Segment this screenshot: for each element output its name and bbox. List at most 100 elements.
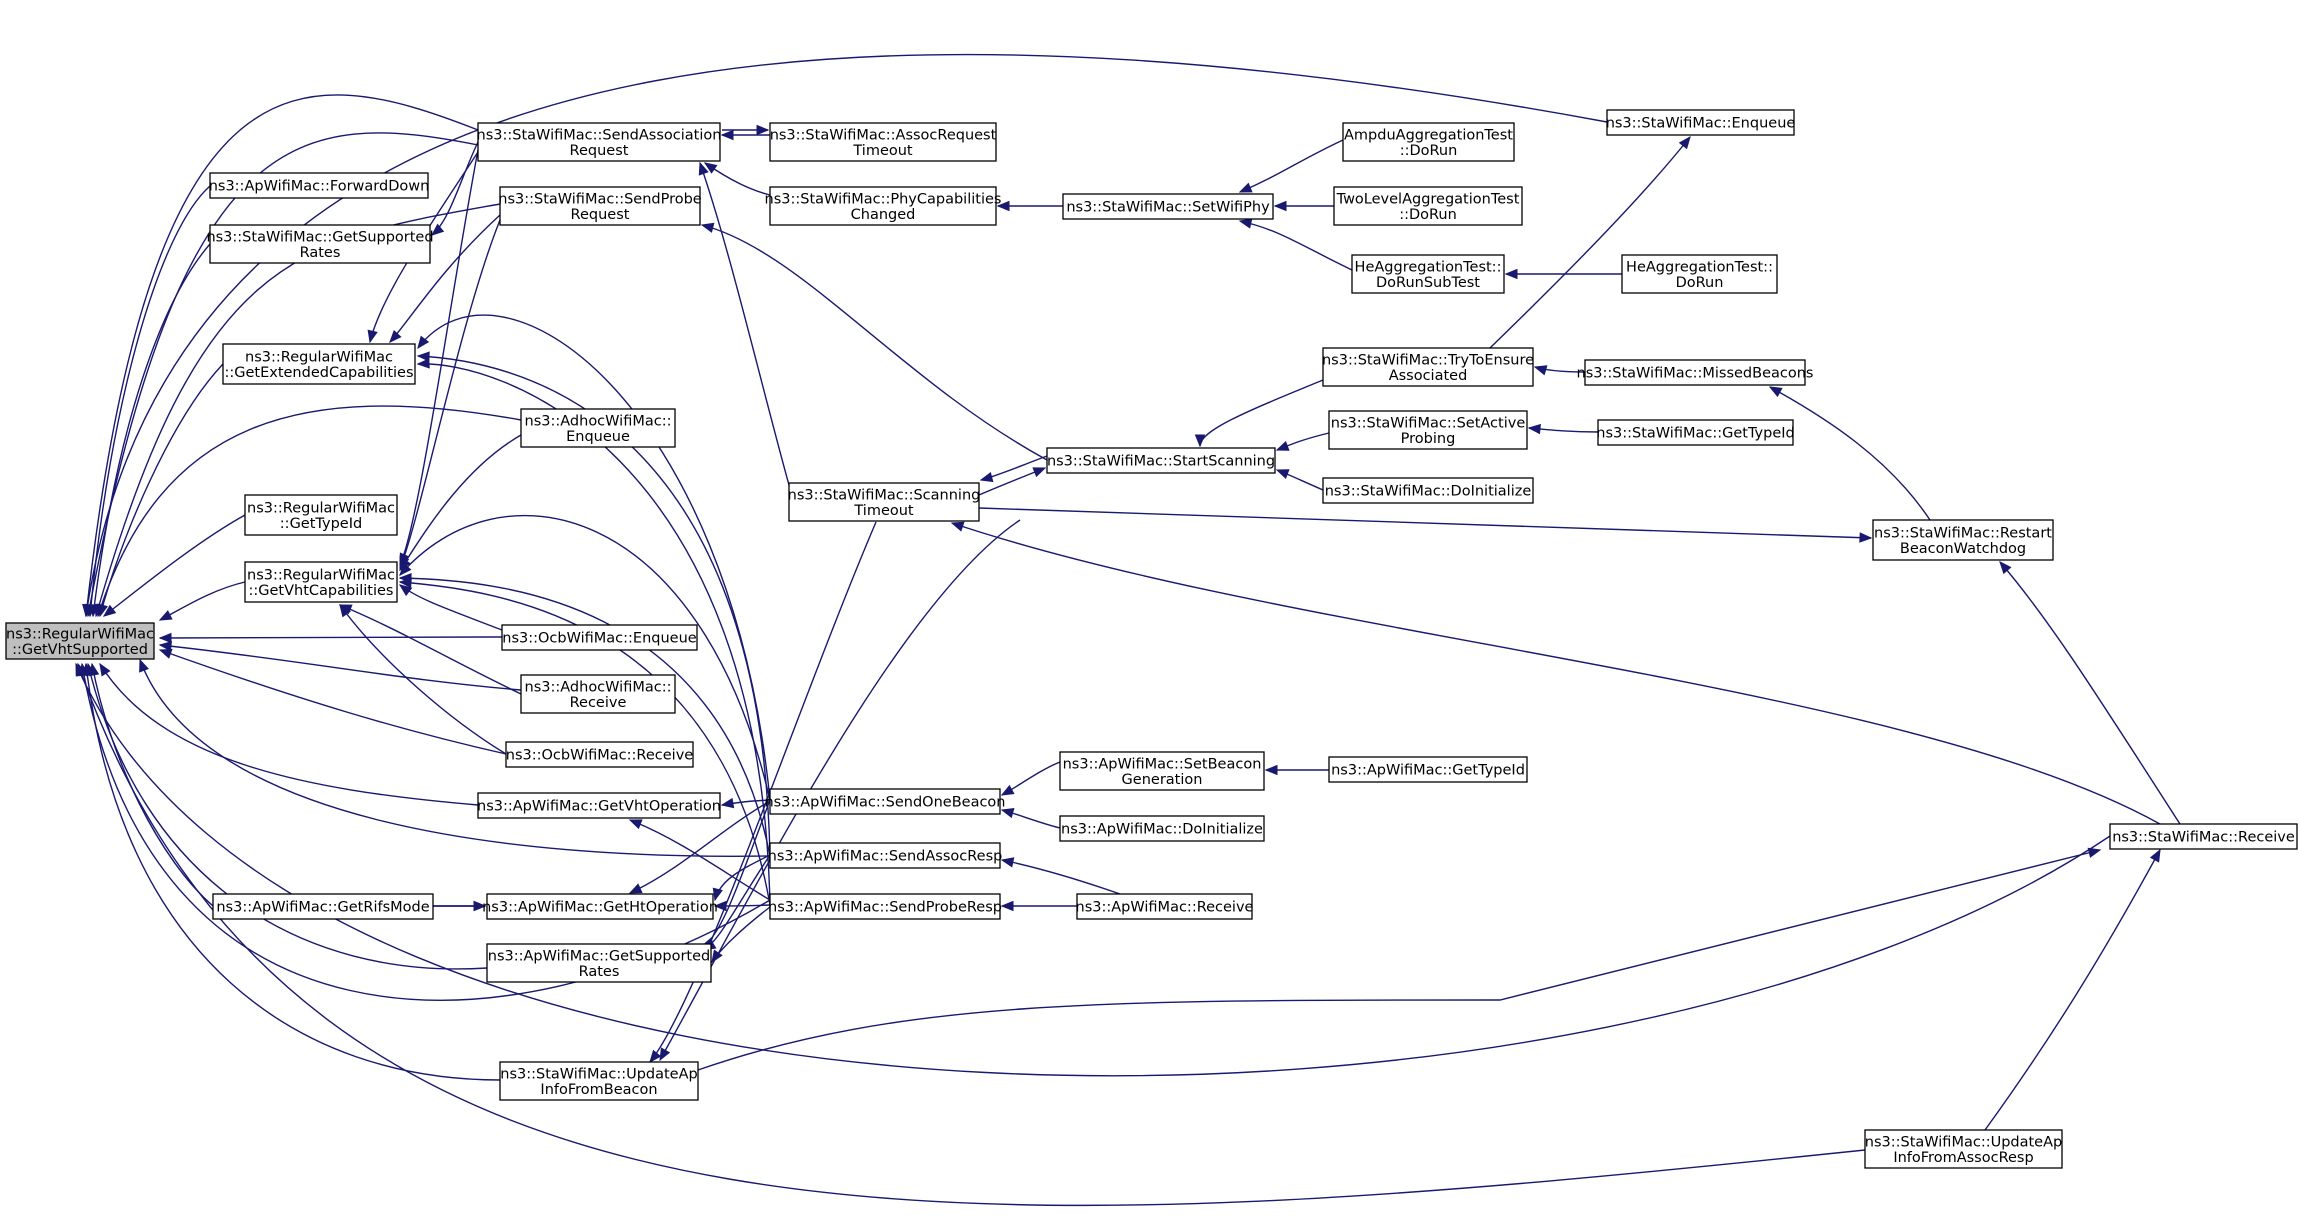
node-box bbox=[769, 893, 1001, 920]
arrowhead-icon bbox=[97, 603, 108, 618]
call-edge bbox=[430, 141, 479, 236]
node-sta-setphy[interactable]: ns3::StaWifiMac::SetWifiPhy bbox=[1062, 193, 1274, 220]
node-label: DoRun bbox=[1676, 275, 1724, 291]
arrowhead-icon bbox=[1275, 440, 1290, 451]
arrowhead-icon bbox=[1264, 764, 1278, 776]
call-edge bbox=[950, 521, 2161, 825]
node-sta-recv[interactable]: ns3::StaWifiMac::Receive bbox=[2109, 823, 2298, 850]
node-label: TwoLevelAggregationTest bbox=[1336, 191, 1520, 207]
node-box bbox=[499, 186, 701, 226]
call-edge bbox=[158, 632, 503, 644]
node-adhoc-enq[interactable]: ns3::AdhocWifiMac::Enqueue bbox=[520, 408, 676, 448]
arrowhead-icon bbox=[1527, 423, 1541, 435]
node-label: ns3::ApWifiMac::GetTypeId bbox=[1331, 763, 1525, 779]
edge-line bbox=[399, 434, 522, 571]
edge-line bbox=[1199, 379, 1324, 447]
node-box bbox=[520, 408, 676, 448]
call-edge bbox=[367, 151, 479, 344]
node-ap-rifs[interactable]: ns3::ApWifiMac::GetRifsMode bbox=[212, 893, 434, 920]
call-edge bbox=[158, 641, 522, 691]
node-sta-enq[interactable]: ns3::StaWifiMac::Enqueue bbox=[1606, 109, 1796, 136]
edge-line bbox=[77, 663, 1866, 1207]
edge-line bbox=[417, 363, 771, 906]
call-edge bbox=[628, 800, 771, 894]
call-edge bbox=[398, 584, 503, 631]
node-label: ns3::ApWifiMac::DoInitialize bbox=[1061, 822, 1263, 838]
node-rw-getvht[interactable]: ns3::RegularWifiMac::GetVhtCapabilities bbox=[244, 561, 398, 603]
node-he-run[interactable]: HeAggregationTest::DoRun bbox=[1621, 254, 1778, 294]
node-sta-doinit[interactable]: ns3::StaWifiMac::DoInitialize bbox=[1322, 477, 1534, 504]
arrowhead-icon bbox=[398, 577, 412, 589]
node-box bbox=[1864, 1129, 2063, 1169]
arrowhead-icon bbox=[1000, 857, 1015, 868]
node-box bbox=[244, 561, 398, 603]
node-adhoc-recv[interactable]: ns3::AdhocWifiMac::Receive bbox=[520, 674, 676, 714]
arrowhead-icon bbox=[649, 1049, 662, 1064]
node-ap-gettype[interactable]: ns3::ApWifiMac::GetTypeId bbox=[1328, 756, 1528, 783]
node-he-runsub[interactable]: HeAggregationTest::DoRunSubTest bbox=[1351, 254, 1505, 294]
arrowhead-icon bbox=[1273, 200, 1287, 212]
node-label: ns3::OcbWifiMac::Receive bbox=[506, 748, 693, 764]
edge-line bbox=[339, 604, 522, 695]
node-ap-recv[interactable]: ns3::ApWifiMac::Receive bbox=[1076, 893, 1254, 920]
node-root[interactable]: ns3::RegularWifiMac::GetVhtSupported bbox=[5, 622, 155, 660]
arrowhead-icon bbox=[158, 641, 172, 652]
node-label: ns3::ApWifiMac::SendOneBeacon bbox=[764, 795, 1005, 811]
node-ap-fwd[interactable]: ns3::ApWifiMac::ForwardDown bbox=[209, 172, 430, 199]
node-ocb-enq[interactable]: ns3::OcbWifiMac::Enqueue bbox=[501, 624, 698, 651]
call-edge bbox=[1489, 135, 1691, 349]
edge-line bbox=[629, 800, 771, 894]
node-ap-getvhtop[interactable]: ns3::ApWifiMac::GetVhtOperation bbox=[477, 792, 721, 819]
node-ampdu-run[interactable]: AmpduAggregationTest::DoRun bbox=[1342, 122, 1515, 162]
node-label: Receive bbox=[570, 695, 627, 711]
node-ocb-recv[interactable]: ns3::OcbWifiMac::Receive bbox=[505, 741, 694, 768]
node-label: InfoFromBeacon bbox=[540, 1082, 657, 1098]
node-box bbox=[1584, 359, 1806, 386]
arrowhead-icon bbox=[398, 584, 413, 597]
edge-line bbox=[1999, 561, 2181, 825]
node-label: ns3::StaWifiMac::Receive bbox=[2112, 830, 2295, 846]
node-ap-sendproberesp[interactable]: ns3::ApWifiMac::SendProbeResp bbox=[768, 893, 1002, 920]
node-label: Generation bbox=[1122, 772, 1203, 788]
edge-line bbox=[389, 214, 501, 343]
node-box bbox=[769, 122, 997, 162]
call-edge bbox=[1000, 857, 1121, 895]
node-rw-getext[interactable]: ns3::RegularWifiMac::GetExtendedCapabili… bbox=[222, 343, 416, 385]
arrowhead-icon bbox=[628, 819, 643, 830]
node-sta-gettype[interactable]: ns3::StaWifiMac::GetTypeId bbox=[1596, 419, 1795, 446]
call-edge bbox=[720, 129, 770, 141]
node-sta-startscan[interactable]: ns3::StaWifiMac::StartScanning bbox=[1046, 447, 1276, 474]
node-ap-sendbeacon[interactable]: ns3::ApWifiMac::SendOneBeacon bbox=[764, 788, 1006, 815]
arrowhead-icon bbox=[389, 329, 402, 343]
node-sta-updassoc[interactable]: ns3::StaWifiMac::UpdateApInfoFromAssocRe… bbox=[1864, 1129, 2063, 1169]
edge-line bbox=[1489, 136, 1691, 349]
call-edge bbox=[82, 662, 501, 1081]
node-ap-gethtop[interactable]: ns3::ApWifiMac::GetHtOperation bbox=[482, 893, 718, 920]
call-edge bbox=[1238, 218, 1353, 271]
node-sta-missed[interactable]: ns3::StaWifiMac::MissedBeacons bbox=[1577, 359, 1814, 386]
edge-line bbox=[369, 151, 479, 343]
call-edge bbox=[139, 658, 771, 857]
node-twolevel-run[interactable]: TwoLevelAggregationTest::DoRun bbox=[1333, 186, 1523, 226]
call-edge bbox=[700, 222, 1048, 461]
node-ap-doinit[interactable]: ns3::ApWifiMac::DoInitialize bbox=[1059, 815, 1265, 842]
node-box bbox=[1333, 186, 1523, 226]
call-edge bbox=[1238, 139, 1344, 193]
node-ap-sendassocresp[interactable]: ns3::ApWifiMac::SendAssocResp bbox=[768, 842, 1003, 869]
arrowhead-icon bbox=[1533, 365, 1548, 376]
node-rw-gettype[interactable]: ns3::RegularWifiMac::GetTypeId bbox=[244, 494, 398, 536]
node-label: Probing bbox=[1401, 431, 1456, 447]
arrowhead-icon bbox=[473, 900, 487, 912]
